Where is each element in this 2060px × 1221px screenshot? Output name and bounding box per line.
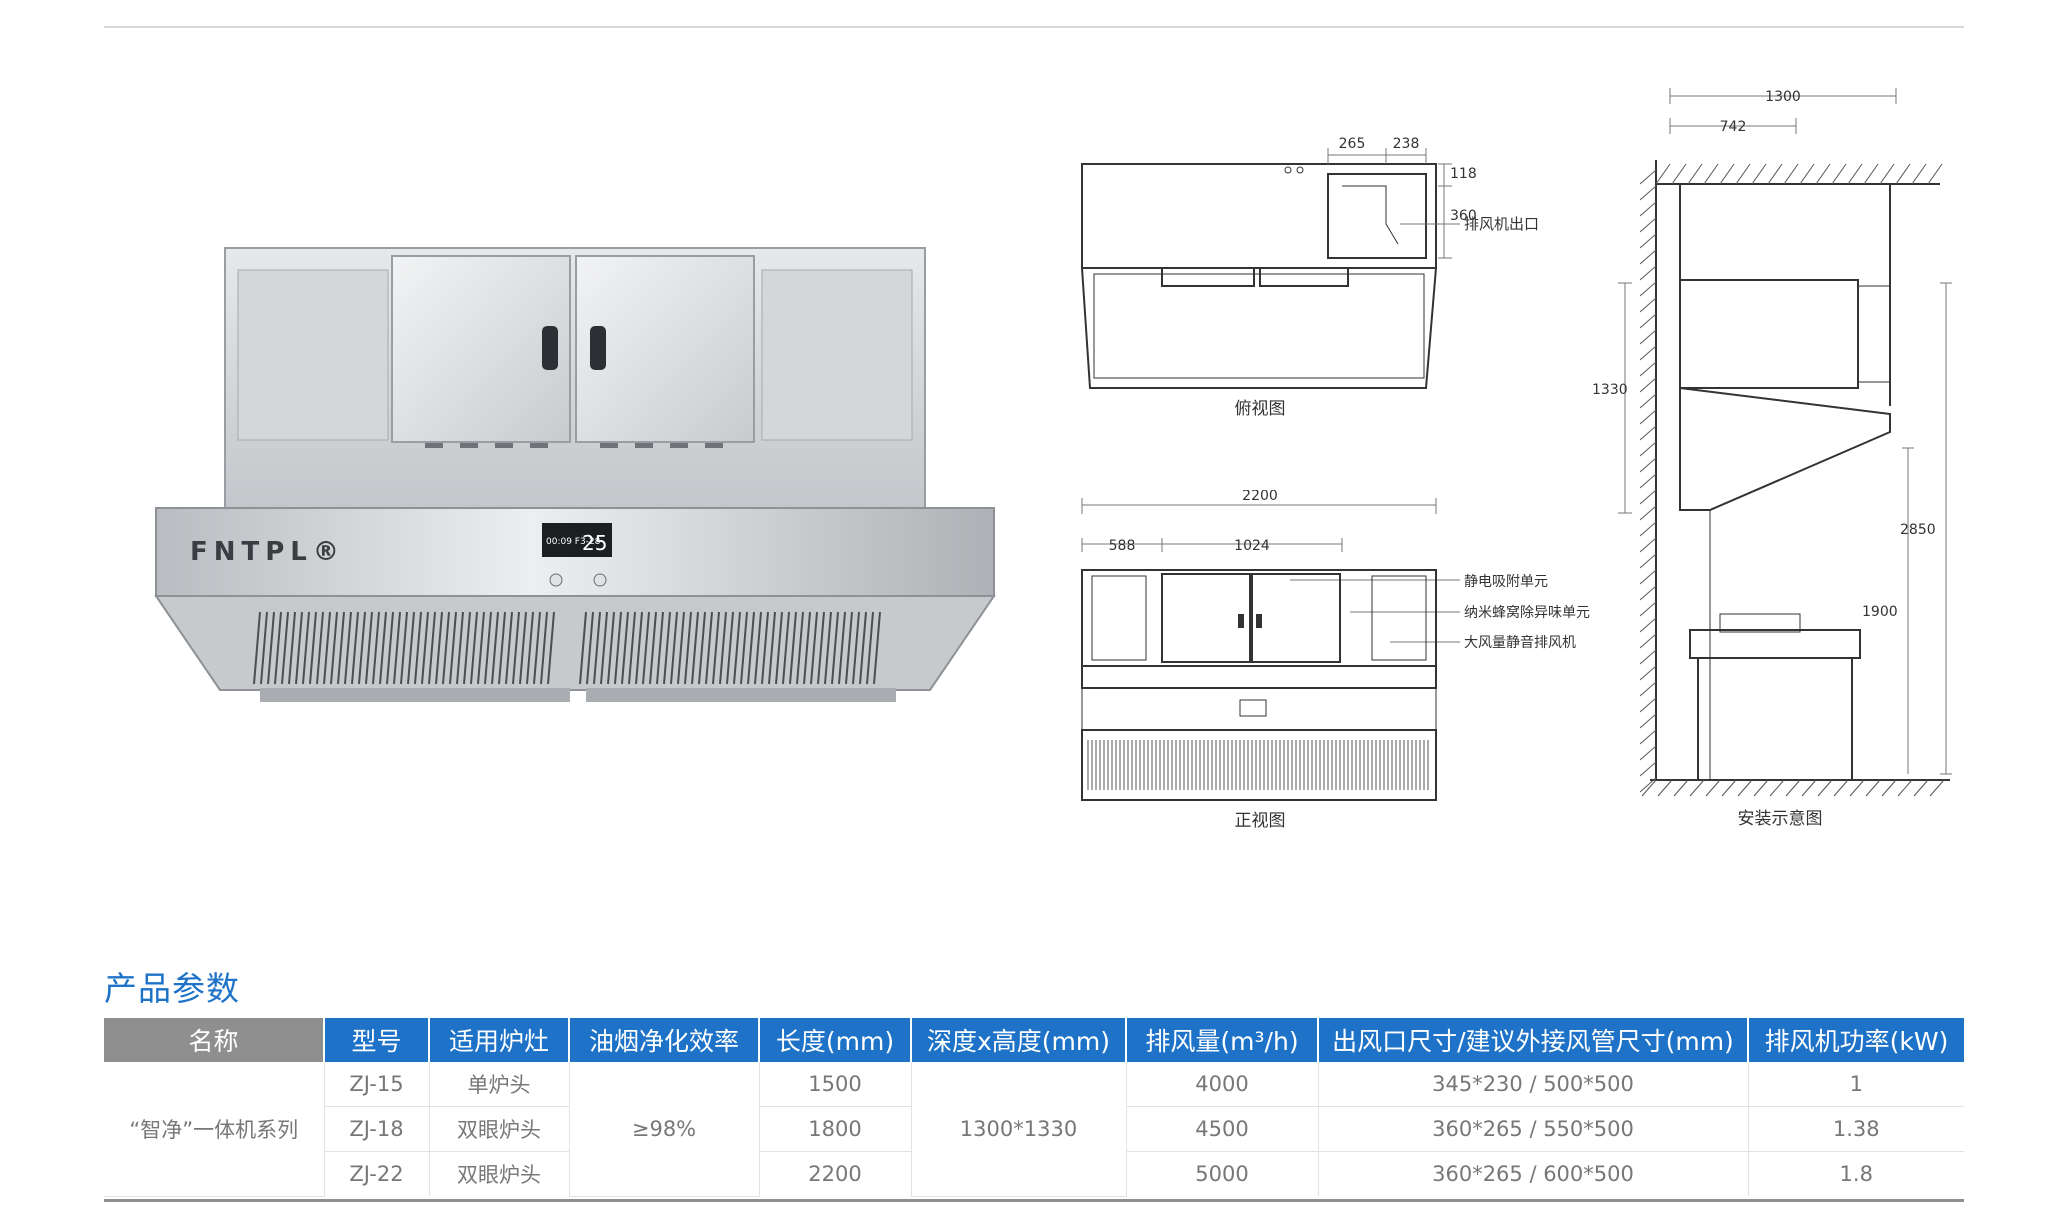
dim-1024: 1024 <box>1234 538 1270 554</box>
cell-outlet: 345*230 / 500*500 <box>1318 1062 1749 1107</box>
dim-265: 265 <box>1339 136 1366 152</box>
front-view-caption: 正视图 <box>1235 811 1286 831</box>
brand-logo: FNTPL® <box>190 537 345 567</box>
table-row: ZJ-22 双眼炉头 2200 5000 360*265 / 600*500 1… <box>104 1151 1964 1196</box>
cell-series-name: “智净”一体机系列 <box>104 1062 325 1197</box>
top-divider <box>104 26 1964 28</box>
bottom-divider <box>104 1199 1964 1202</box>
header-stove: 适用炉灶 <box>429 1018 570 1062</box>
front-label-honeycomb: 纳米蜂窝除异味单元 <box>1464 604 1590 621</box>
header-efficiency: 油烟净化效率 <box>569 1018 760 1062</box>
cell-power: 1 <box>1748 1062 1964 1107</box>
header-depth-height: 深度x高度(mm) <box>911 1018 1127 1062</box>
front-view-drawing: 2200 588 1024 静电吸附单元 纳米蜂窝除异味单元 大风量静音排风机 … <box>1081 490 1590 831</box>
header-airflow: 排风量(m³/h) <box>1126 1018 1319 1062</box>
grease-filters <box>253 611 881 685</box>
dim-238: 238 <box>1393 136 1420 152</box>
cell-power: 1.38 <box>1748 1106 1964 1152</box>
label-fan-outlet: 排风机出口 <box>1464 215 1539 233</box>
dim-2200: 2200 <box>1242 490 1278 504</box>
dim-2850: 2850 <box>1900 522 1936 538</box>
cell-stove: 单炉头 <box>429 1062 570 1107</box>
dim-118: 118 <box>1450 166 1477 182</box>
cell-airflow: 4500 <box>1126 1106 1319 1152</box>
dim-742: 742 <box>1720 119 1747 135</box>
params-header-row: 名称 型号 适用炉灶 油烟净化效率 长度(mm) 深度x高度(mm) 排风量(m… <box>104 1018 1964 1062</box>
panel-display-left: 00:09 F3-28 <box>546 537 601 547</box>
cell-model: ZJ-18 <box>324 1106 430 1152</box>
cell-length: 2200 <box>759 1151 912 1196</box>
product-render: FNTPL® 00:09 F3-28 25 <box>154 247 996 702</box>
cell-power: 1.8 <box>1839 1162 1873 1186</box>
header-length: 长度(mm) <box>759 1018 912 1062</box>
params-title: 产品参数 <box>104 969 240 1008</box>
front-filter-grilles <box>1087 740 1429 790</box>
front-label-fan: 大风量静音排风机 <box>1464 634 1576 651</box>
header-model: 型号 <box>324 1018 430 1062</box>
top-view-caption: 俯视图 <box>1235 399 1286 419</box>
cell-stove: 双眼炉头 <box>429 1106 570 1152</box>
front-label-esp: 静电吸附单元 <box>1464 574 1548 590</box>
cell-length: 1800 <box>759 1106 912 1152</box>
dim-588: 588 <box>1109 538 1136 554</box>
panel-display-right: 25 <box>582 531 607 555</box>
cell-efficiency: ≥98% <box>569 1062 760 1197</box>
cell-model: ZJ-22 <box>324 1151 430 1196</box>
top-view-drawing: 265 238 118 360 排风机出口 俯视图 <box>1080 136 1539 419</box>
install-caption: 安装示意图 <box>1738 809 1823 829</box>
cell-outlet: 360*265 / 600*500 <box>1318 1151 1749 1196</box>
table-row: “智净”一体机系列 ZJ-15 单炉头 ≥98% 1500 1300*1330 … <box>104 1062 1964 1197</box>
cell-model: ZJ-15 <box>324 1062 430 1107</box>
cell-airflow: 4000 <box>1126 1062 1319 1107</box>
dim-1330: 1330 <box>1592 382 1628 398</box>
header-name: 名称 <box>104 1018 325 1062</box>
dim-1300: 1300 <box>1765 89 1801 105</box>
install-diagram: 1300 742 1330 2850 1900 安装示意图 <box>1592 88 1952 829</box>
cell-outlet: 360*265 / 550*500 <box>1318 1106 1749 1152</box>
params-table: 名称 型号 适用炉灶 油烟净化效率 长度(mm) 深度x高度(mm) 排风量(m… <box>104 1018 1964 1197</box>
header-outlet: 出风口尺寸/建议外接风管尺寸(mm) <box>1318 1018 1749 1062</box>
dim-1900: 1900 <box>1862 604 1898 620</box>
cell-stove: 双眼炉头 <box>429 1151 570 1196</box>
cell-depth-height: 1300*1330 <box>911 1062 1127 1197</box>
dim-360: 360 <box>1450 208 1477 224</box>
cell-airflow: 5000 <box>1126 1151 1319 1196</box>
header-power: 排风机功率(kW) <box>1748 1018 1964 1062</box>
table-row: ZJ-18 双眼炉头 1800 4500 360*265 / 550*500 1… <box>104 1106 1964 1152</box>
cell-length: 1500 <box>759 1062 912 1107</box>
